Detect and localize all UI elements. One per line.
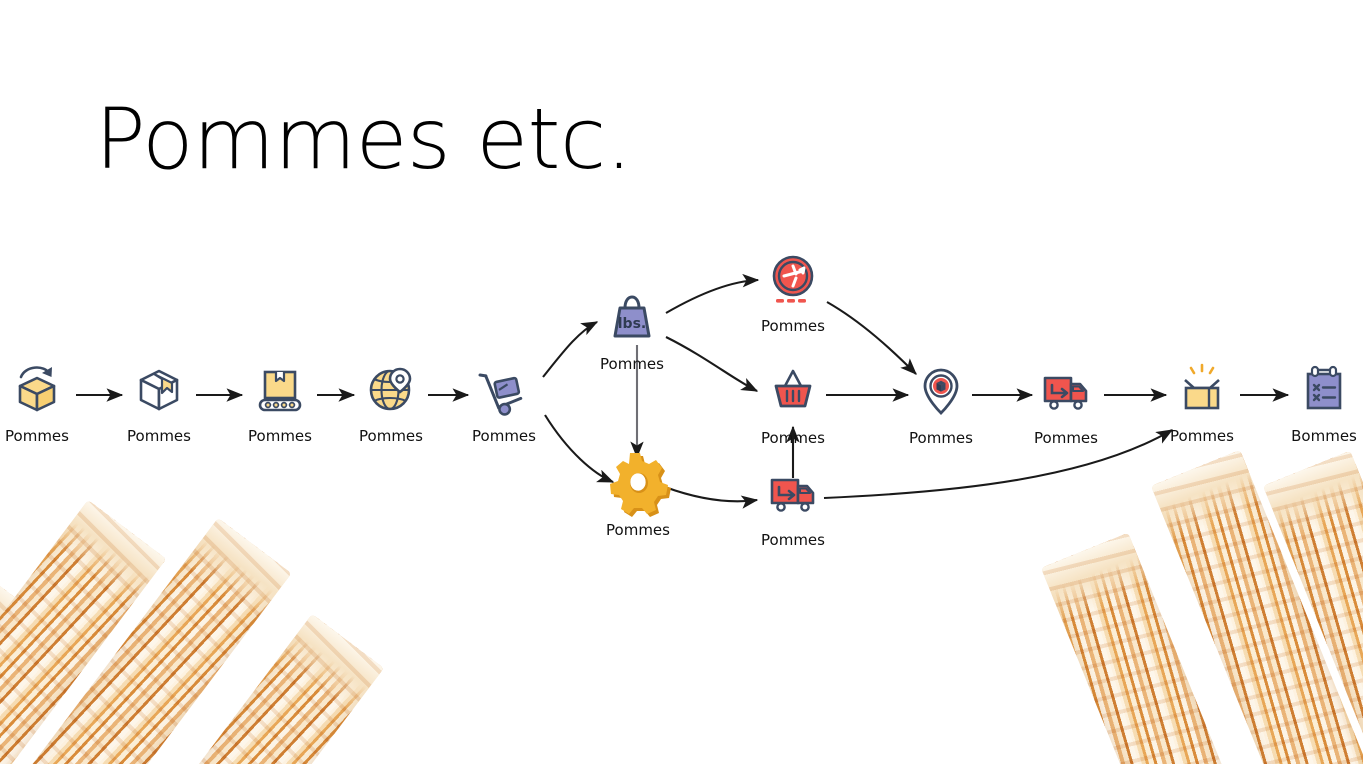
node-open-box-sparkle[interactable]: Pommes (1150, 358, 1254, 445)
node-clipboard-checklist[interactable]: Bommes (1272, 358, 1363, 445)
node-label: Pommes (600, 355, 664, 373)
sealed-box-icon (107, 358, 211, 422)
conveyor-box-icon (228, 358, 332, 422)
location-pin-box-icon (889, 360, 993, 424)
node-label: Pommes (359, 427, 423, 445)
edge-n10-n13 (823, 429, 1174, 500)
delivery-truck-icon (741, 462, 845, 526)
box-return-icon (0, 358, 89, 422)
node-box-return[interactable]: Pommes (0, 358, 89, 445)
node-label: Pommes (1170, 427, 1234, 445)
hand-truck-icon (452, 358, 556, 422)
node-label: Pommes (606, 521, 670, 539)
open-box-sparkle-icon (1150, 358, 1254, 422)
node-label: Pommes (472, 427, 536, 445)
node-label: Pommes (761, 531, 825, 549)
node-label: Pommes (127, 427, 191, 445)
node-delivery-truck-lower[interactable]: Pommes (741, 462, 845, 549)
shopping-basket-icon (741, 360, 845, 424)
node-conveyor-box[interactable]: Pommes (228, 358, 332, 445)
globe-pin-icon (339, 358, 443, 422)
air-freight-icon (741, 248, 845, 312)
node-delivery-truck-main[interactable]: Pommes (1014, 360, 1118, 447)
page-title: Pommes etc. (95, 90, 632, 188)
node-label: Pommes (761, 317, 825, 335)
node-shopping-basket[interactable]: Pommes (741, 360, 845, 447)
node-label: Pommes (909, 429, 973, 447)
node-label: Pommes (761, 429, 825, 447)
node-globe-pin[interactable]: Pommes (339, 358, 443, 445)
node-label: Pommes (5, 427, 69, 445)
node-weight-lbs[interactable]: lbs. Pommes (580, 286, 684, 373)
node-label: Pommes (248, 427, 312, 445)
node-hand-truck[interactable]: Pommes (452, 358, 556, 445)
clipboard-checklist-icon (1272, 358, 1363, 422)
node-air-freight[interactable]: Pommes (741, 248, 845, 335)
node-sealed-box[interactable]: Pommes (107, 358, 211, 445)
gear-icon (586, 452, 690, 517)
node-location-pin-box[interactable]: Pommes (889, 360, 993, 447)
delivery-truck-icon (1014, 360, 1118, 424)
svg-text:lbs.: lbs. (618, 316, 646, 332)
node-label: Pommes (1034, 429, 1098, 447)
node-gear[interactable]: Pommes (586, 452, 690, 539)
node-label: Bommes (1291, 427, 1357, 445)
weight-lbs-icon: lbs. (580, 286, 684, 350)
